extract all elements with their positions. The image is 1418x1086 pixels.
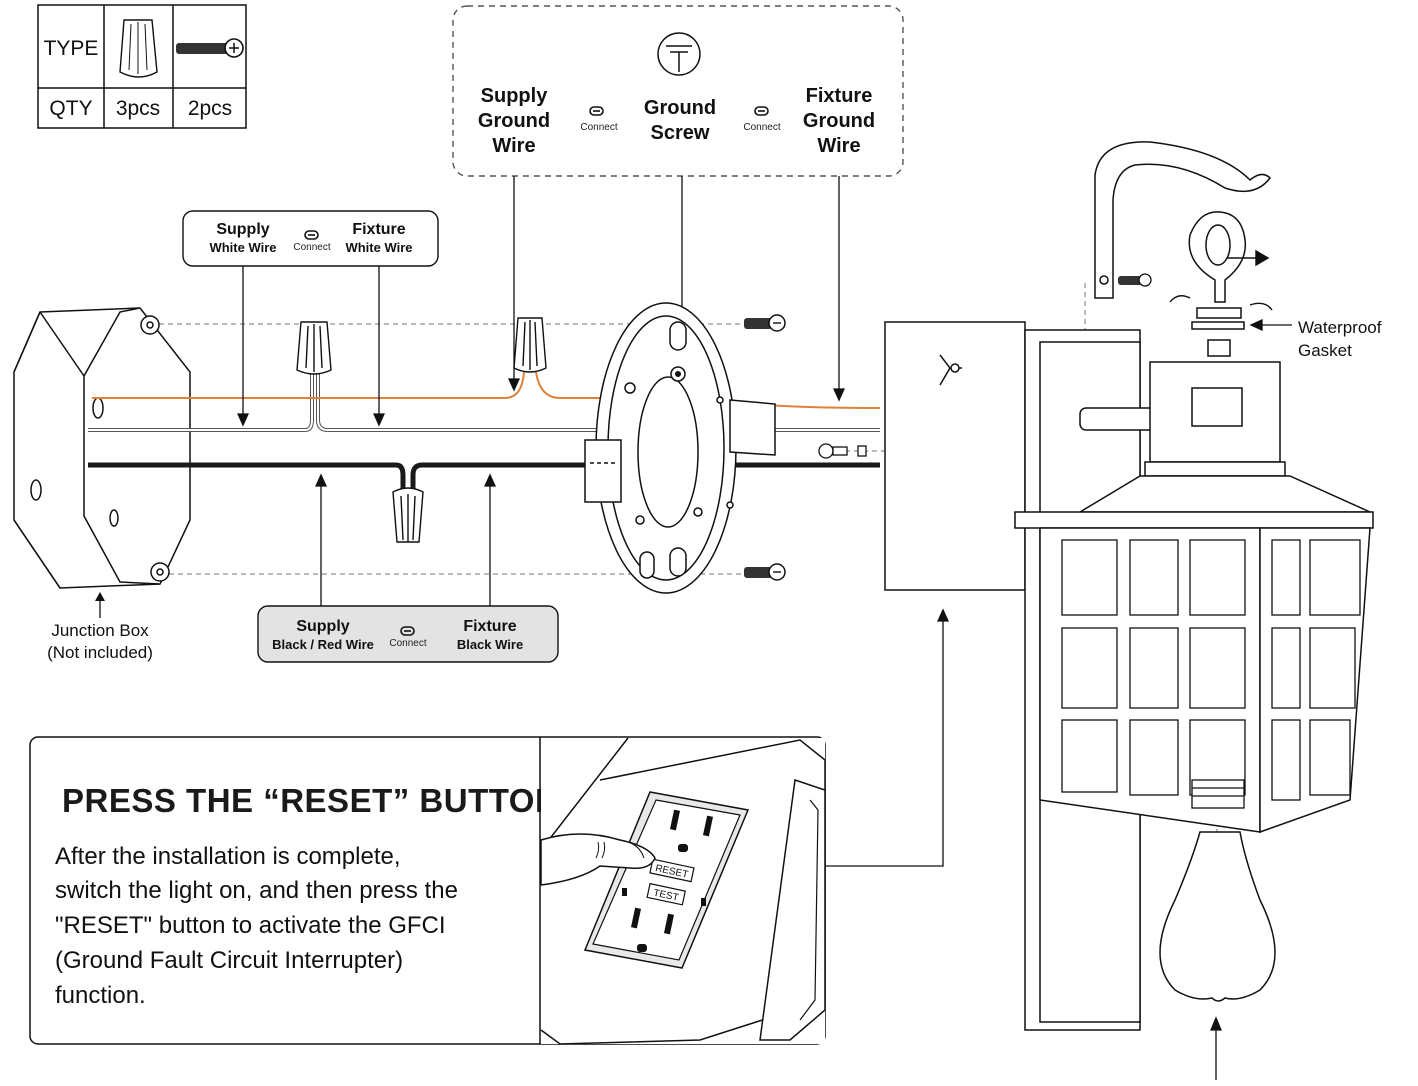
- wire-nut-qty: 3pcs: [116, 97, 160, 120]
- connect-icon: [400, 626, 415, 636]
- bulb-arrow: [1210, 1016, 1222, 1080]
- wire-nut-icon: [296, 321, 332, 375]
- qty-label: QTY: [49, 97, 92, 120]
- finger-icon: [540, 833, 656, 886]
- connect-icon: [589, 106, 604, 116]
- reset-instruction-line: (Ground Fault Circuit Interrupter): [55, 947, 403, 974]
- white-wire-callout: Supply White Wire Connect Fixture White …: [182, 210, 439, 267]
- junction-box-arrow: [95, 592, 105, 618]
- junction-box: [13, 307, 191, 589]
- test-button-label: TEST: [652, 888, 679, 904]
- white-wire: [88, 370, 880, 432]
- supply-label: Supply: [296, 618, 349, 635]
- type-label: TYPE: [44, 37, 99, 60]
- screw-icon: [744, 314, 786, 332]
- screw-qty: 2pcs: [188, 97, 232, 120]
- fixture-white-wire-label: White Wire: [345, 240, 412, 255]
- svg-text:Ground: Ground: [644, 97, 716, 119]
- svg-text:Supply: Supply: [481, 85, 549, 107]
- test-button[interactable]: TEST: [646, 882, 686, 906]
- black-wire-callout: Supply Black / Red Wire Connect Fixture …: [257, 605, 559, 663]
- gasket-label: Gasket: [1298, 341, 1352, 360]
- black-wire: [88, 462, 880, 490]
- svg-text:Wire: Wire: [817, 135, 860, 157]
- connect-label: Connect: [293, 242, 330, 253]
- svg-text:Ground: Ground: [478, 110, 550, 132]
- reset-instruction-line: function.: [55, 982, 146, 1009]
- reset-panel-title: PRESS THE “RESET” BUTTON: [62, 782, 559, 819]
- wire-nut-icon: [119, 19, 158, 78]
- reset-instruction-line: "RESET" button to activate the GFCI: [55, 912, 446, 939]
- junction-box-note: (Not included): [47, 643, 153, 662]
- supply-white-wire-label: White Wire: [209, 240, 276, 255]
- mounting-plate: [584, 302, 776, 594]
- ground-symbol-icon: [657, 32, 701, 76]
- reset-instruction-line: After the installation is complete,: [55, 843, 401, 870]
- eye-hook-icon: [1188, 211, 1247, 357]
- gasket-arrow: [1249, 318, 1292, 332]
- wire-nut-icon: [392, 487, 424, 543]
- gfci-outlet: RESET TEST: [540, 737, 826, 1045]
- backplate: [884, 321, 1026, 591]
- supply-label: Supply: [216, 221, 269, 238]
- svg-text:Fixture: Fixture: [806, 85, 873, 107]
- reset-instruction-line: switch the light on, and then press the: [55, 877, 458, 904]
- connect-label: Connect: [389, 638, 426, 649]
- junction-box-label: Junction Box: [51, 621, 149, 640]
- wire-nut-icon: [513, 317, 547, 373]
- fixture-label: Fixture: [352, 221, 405, 238]
- waterproof-label: Waterproof: [1298, 318, 1382, 337]
- connect-label: Connect: [743, 122, 780, 133]
- lantern-fixture: [1014, 141, 1374, 1031]
- connect-icon: [304, 230, 319, 240]
- rotation-arrows: [1169, 249, 1273, 311]
- screw-icon: [744, 563, 786, 581]
- fixture-label: Fixture: [463, 618, 516, 635]
- svg-text:Ground: Ground: [803, 110, 875, 132]
- screw-icon: [176, 38, 244, 58]
- lantern-windows: [1061, 539, 1361, 809]
- supply-black-red-wire-label: Black / Red Wire: [272, 637, 374, 652]
- parts-table: TYPE QTY 3pcs 2pcs: [37, 4, 247, 129]
- arm-screw-icon: [1118, 273, 1152, 287]
- connect-icon: [754, 106, 769, 116]
- svg-text:Wire: Wire: [492, 135, 535, 157]
- connect-label: Connect: [580, 122, 617, 133]
- supply-ground-wire-label: Supply Ground Wire: [478, 85, 550, 157]
- svg-text:Screw: Screw: [651, 122, 710, 144]
- ground-screw-label: Ground Screw: [644, 97, 716, 144]
- ground-callout: Supply Ground Wire Connect Ground Screw …: [452, 5, 904, 177]
- fixture-black-wire-label: Black Wire: [457, 637, 523, 652]
- ground-screw-icon: [670, 366, 686, 382]
- fixture-ground-wire-label: Fixture Ground Wire: [803, 85, 875, 157]
